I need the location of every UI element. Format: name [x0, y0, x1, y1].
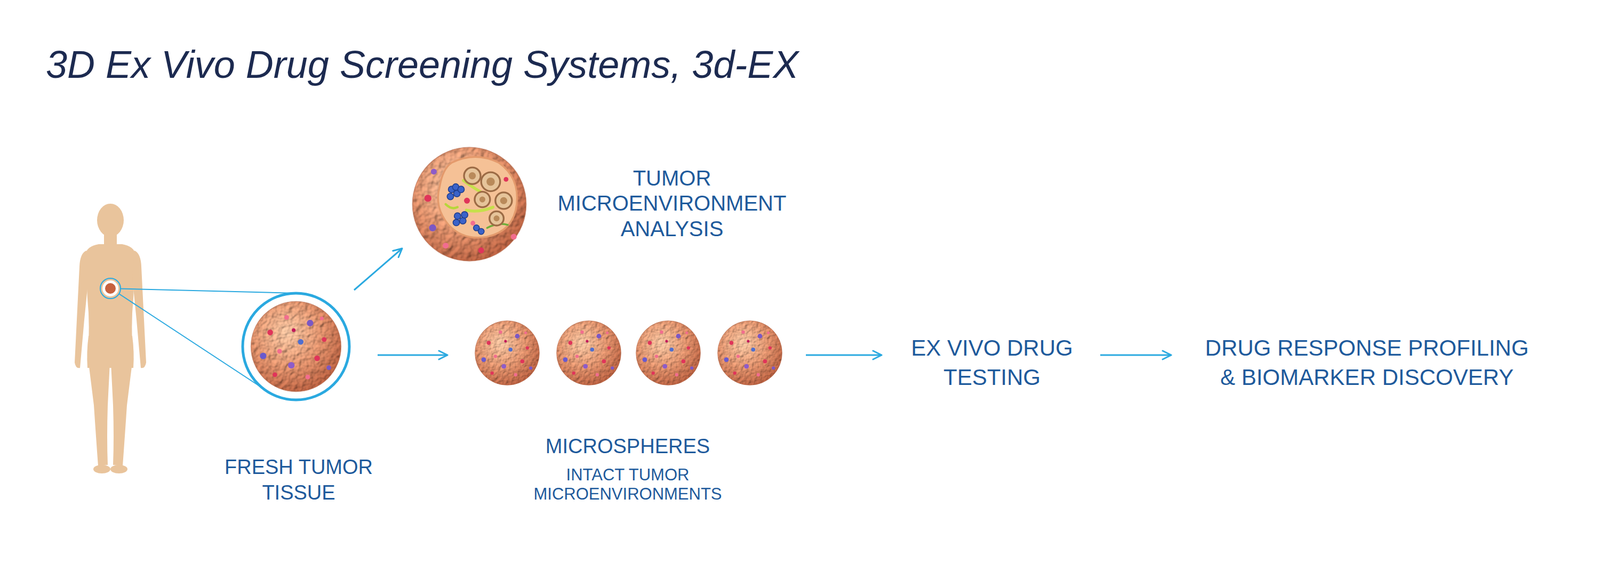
flow-arrow	[354, 248, 403, 291]
human-figure	[74, 203, 147, 474]
human-figure	[74, 250, 89, 368]
stage-node: EX VIVO DRUG TESTING	[885, 323, 1099, 404]
fresh-tumor-circle	[242, 293, 350, 400]
tme-sphere	[412, 147, 526, 261]
microspheres	[475, 321, 540, 386]
tumor-marker	[100, 278, 121, 299]
stage-node: MICROSPHERES INTACT TUMOR MICROENVIRONMEN…	[451, 314, 805, 504]
node-label: TUMOR MICROENVIRONMENT ANALYSIS	[553, 165, 791, 242]
human-figure	[93, 465, 111, 474]
node-label: MICROSPHERES	[542, 434, 714, 460]
human-figure	[132, 250, 147, 368]
human-figure	[110, 465, 128, 474]
node-sublabel: INTACT TUMOR MICROENVIRONMENTS	[528, 465, 727, 504]
microspheres	[556, 321, 622, 386]
tumor-marker	[105, 283, 116, 294]
microspheres	[636, 321, 701, 386]
human-figure	[97, 203, 124, 237]
microspheres	[717, 321, 783, 386]
stage-node: DRUG RESPONSE PROFILING & BIOMARKER DISC…	[1174, 323, 1559, 404]
flow-arrow	[377, 354, 448, 357]
human-figure	[88, 362, 110, 467]
microspheres	[475, 321, 783, 386]
tumor-marker	[100, 278, 121, 299]
fresh-tumor-circle	[242, 293, 350, 400]
node-label: FRESH TUMOR TISSUE	[218, 454, 379, 506]
diagram-title: 3D Ex Vivo Drug Screening Systems, 3d-EX	[45, 41, 1006, 88]
human-figure	[85, 244, 136, 342]
flow-arrow	[1100, 354, 1172, 357]
stage-node: TUMOR MICROENVIRONMENT ANALYSIS	[405, 139, 800, 268]
fresh-tumor-circle	[251, 301, 342, 392]
node-label: EX VIVO DRUG TESTING	[904, 333, 1080, 392]
tme-sphere	[412, 147, 526, 261]
zoom-leader-lines	[120, 289, 298, 294]
human-figure	[110, 362, 133, 467]
flow-arrow	[805, 354, 882, 357]
node-label: DRUG RESPONSE PROFILING & BIOMARKER DISC…	[1200, 333, 1534, 392]
tumor-marker	[102, 280, 119, 297]
stage-node: FRESH TUMOR TISSUE	[221, 292, 376, 506]
